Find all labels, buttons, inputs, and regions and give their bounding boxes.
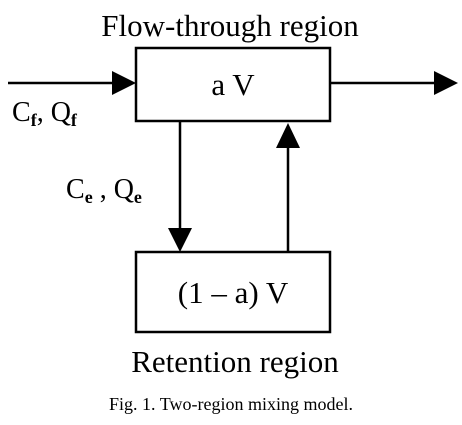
exchange-down-arrowhead — [168, 228, 192, 252]
outflow-arrowhead — [434, 71, 458, 95]
retention-box — [134, 250, 332, 334]
two-region-mixing-diagram: Flow-through region a V Cf, Qf Ce , Qe (… — [8, 8, 458, 379]
figure-caption: Fig. 1. Two-region mixing model. — [109, 394, 353, 414]
flow-through-box — [134, 46, 332, 123]
exchange-label: Ce , Qe — [66, 174, 142, 207]
inflow-arrowhead — [112, 71, 136, 95]
exchange-up-arrowhead — [276, 123, 300, 148]
retention-region-title: Retention region — [131, 344, 339, 379]
flow-through-region-title: Flow-through region — [101, 8, 359, 43]
retention-box-label: (1 – a) V — [178, 275, 289, 310]
inflow-label: Cf, Qf — [12, 97, 78, 130]
flow-through-box-label: a V — [211, 67, 255, 102]
